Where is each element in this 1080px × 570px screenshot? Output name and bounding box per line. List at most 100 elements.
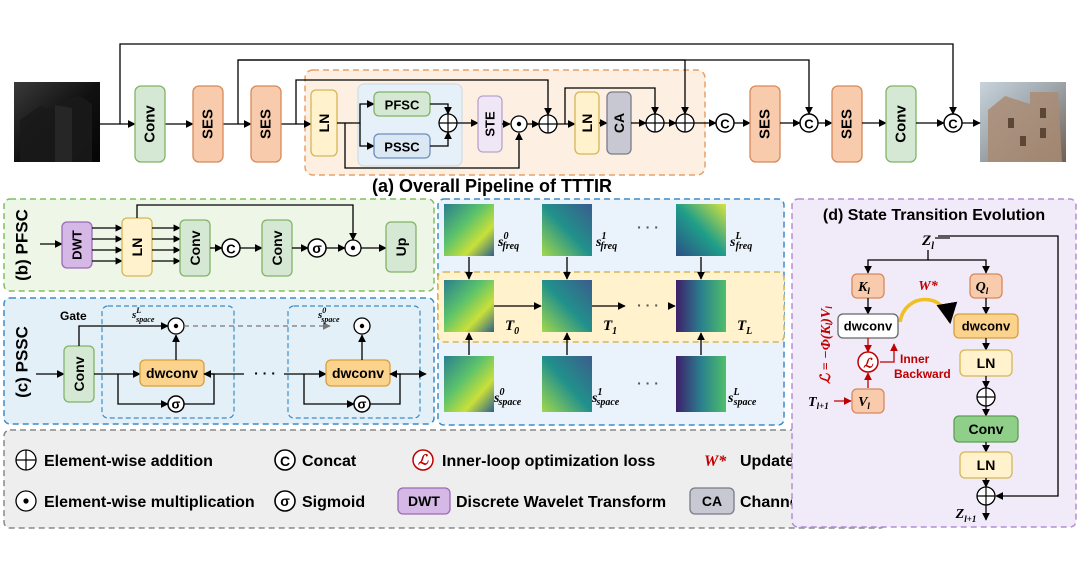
k-label: Kl	[857, 280, 870, 296]
t-L-label: TL	[737, 318, 752, 337]
add-icon-residual-3	[675, 113, 695, 133]
add-icon-pfsc-pssc	[438, 113, 458, 133]
freq-map-0	[444, 204, 494, 256]
pssc-stage-1	[101, 305, 235, 419]
legend-sigmoid-icon: σ	[274, 490, 296, 512]
svg-text:C: C	[226, 242, 236, 257]
freq-map-1	[542, 204, 592, 256]
ses-4-label: SES	[839, 109, 856, 139]
add-icon-residual-2	[645, 113, 665, 133]
evolution-panel	[791, 198, 1077, 528]
svg-text:C: C	[948, 117, 958, 132]
pfsc-conv-2-label: Conv	[269, 230, 285, 265]
pssc-label: PSSC	[384, 140, 420, 155]
dwconv-k-label: dwconv	[844, 319, 893, 334]
dwconv-q-label: dwconv	[962, 319, 1011, 334]
dwt-label: DWT	[70, 230, 85, 260]
pfsc-concat-icon: C	[221, 238, 241, 258]
pfsc-multiply-icon	[344, 239, 362, 257]
pssc-panel-label: (c) PSSC	[13, 326, 32, 398]
evolution-conv-label: Conv	[969, 421, 1004, 437]
legend-loss-icon: ℒ	[412, 449, 434, 471]
dwt-block	[61, 221, 93, 269]
ses-block-1	[192, 85, 224, 163]
w-star-label: W*	[918, 279, 938, 294]
concat-icon-2: C	[799, 113, 819, 133]
pipeline-section: Conv SES SES LN PFSC PSSC STE	[14, 43, 1066, 196]
ses-2-label: SES	[258, 109, 275, 139]
concat-icon-3: C	[943, 113, 963, 133]
evolution-add-icon-2	[976, 486, 996, 506]
legend-dwt-symbol: DWT	[408, 493, 440, 509]
up-block	[385, 221, 417, 273]
legend-add-text: Element-wise addition	[44, 453, 213, 470]
output-restored-image	[980, 82, 1066, 162]
pfsc-section: (b) PFSC DWT LN Conv C Conv σ	[3, 198, 435, 292]
z-l-label: Zl	[921, 233, 934, 252]
pssc-sigmoid-icon-1: σ	[167, 395, 185, 413]
conv-in-label: Conv	[142, 105, 159, 143]
t-map-1	[542, 280, 592, 332]
add-icon-residual-1	[538, 114, 558, 134]
q-label: Ql	[976, 280, 989, 296]
svg-text:C: C	[720, 117, 730, 132]
pfsc-sigmoid-icon: σ	[307, 238, 327, 258]
t-1-label: T1	[603, 318, 617, 337]
conv-block-in	[134, 85, 166, 163]
ses-block-2	[250, 85, 282, 163]
space-dots: · · ·	[637, 375, 659, 391]
conv-block-out	[885, 85, 917, 163]
freq-dots: · · ·	[637, 219, 659, 235]
legend-ca-swatch	[689, 487, 735, 515]
legend-mul-text: Element-wise multiplication	[44, 494, 255, 511]
ses-1-label: SES	[200, 109, 217, 139]
pipeline-title: (a) Overall Pipeline of TTTIR	[372, 176, 612, 196]
pssc-multiply-icon-2	[353, 317, 371, 335]
dwconv-1-label: dwconv	[146, 365, 198, 381]
evolution-ln-1-label: LN	[977, 355, 996, 371]
pfsc-label: PFSC	[385, 98, 420, 113]
conv-out-label: Conv	[893, 105, 910, 143]
pssc-multiply-icon-1	[167, 317, 185, 335]
evolution-add-icon-1	[976, 387, 996, 407]
evolution-ln-2-label: LN	[977, 457, 996, 473]
legend-section: Element-wise addition C Concat ℒ Inner-l…	[3, 429, 887, 529]
evolution-title: (d) State Transition Evolution	[823, 207, 1045, 224]
pfsc-conv-1-label: Conv	[187, 230, 203, 265]
pfsc-ln-label: LN	[129, 238, 145, 257]
input-low-light-image	[14, 82, 100, 162]
ses-3-label: SES	[757, 109, 774, 139]
v-label: Vl	[858, 395, 870, 411]
ln-2-label: LN	[579, 114, 595, 133]
legend-concat-text: Concat	[302, 453, 357, 470]
weight-update-arc	[898, 297, 958, 325]
backward-label: Backward	[894, 367, 951, 381]
ca-label: CA	[611, 113, 627, 133]
space-map-0	[444, 356, 494, 412]
loss-equation: ℒ = −Φ(Kl)Vl	[819, 306, 835, 384]
legend-sigmoid-text: Sigmoid	[302, 494, 365, 511]
ses-block-4	[831, 85, 863, 163]
t-map-0	[444, 280, 494, 332]
z-l1-label: Zl+1	[955, 507, 977, 524]
loss-icon: ℒ	[857, 351, 879, 373]
legend-add-icon	[15, 449, 37, 471]
dwconv-2-label: dwconv	[332, 365, 384, 381]
legend-w-symbol: W*	[704, 453, 727, 470]
svg-text:ℒ: ℒ	[418, 454, 429, 469]
legend-loss-text: Inner-loop optimization loss	[442, 453, 655, 470]
pssc-stage-2	[287, 305, 421, 419]
svg-text:σ: σ	[358, 397, 367, 412]
v-block	[851, 388, 885, 414]
space-map-1	[542, 356, 592, 412]
legend-multiply-icon	[15, 490, 37, 512]
